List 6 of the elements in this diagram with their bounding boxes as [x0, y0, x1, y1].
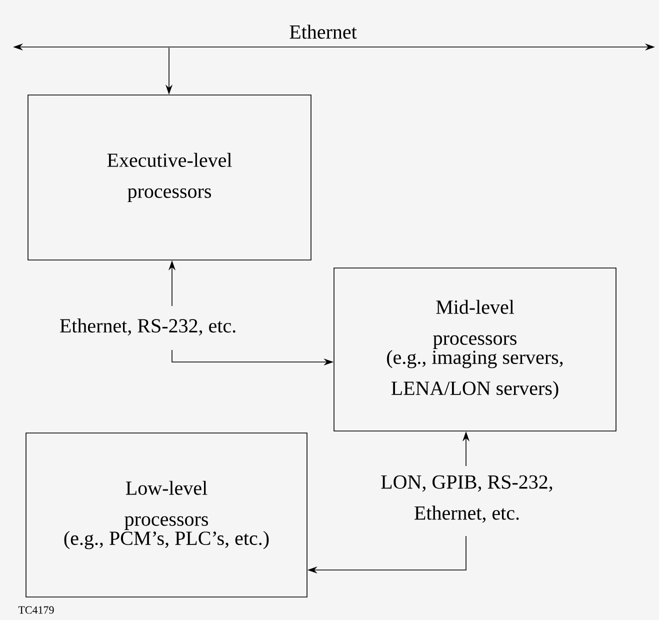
figure-code: TC4179 — [18, 606, 54, 614]
process-box: Low-level processors (e.g., PCM’s, PLC’s, etc.) — [26, 432, 308, 598]
process-box: Mid-level processors (e.g., imaging servers, LENA/LON servers) — [334, 268, 616, 432]
link-label: Ethernet, RS-232, etc. — [60, 318, 236, 336]
process-box: Executive-level processors — [28, 94, 312, 260]
link-label: LON, GPIB, RS-232, Ethernet, etc. — [381, 475, 552, 523]
